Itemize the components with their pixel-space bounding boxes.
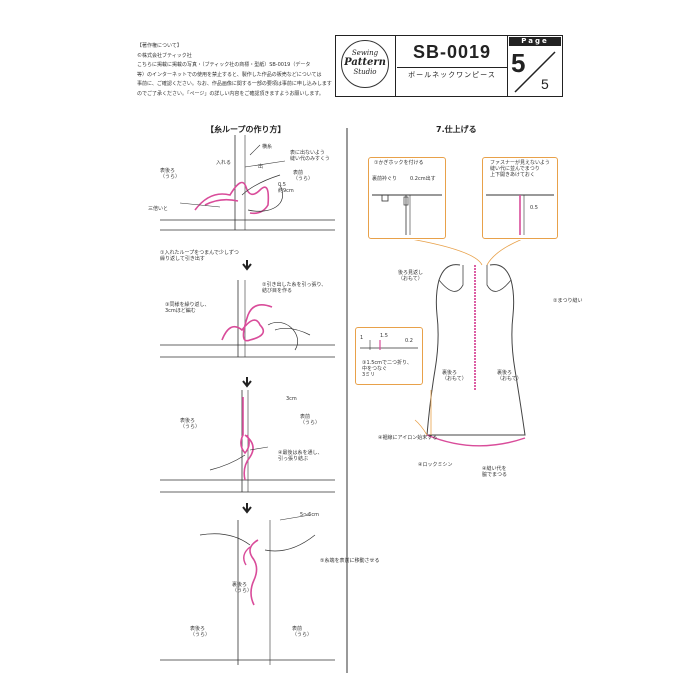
left-label: 出 [258,164,264,170]
copyright-line: ©株式会社ブティック社 [137,52,192,59]
right-section-title: 7.仕上げる [436,125,477,134]
left-label: 裏後ろ （うら） [232,582,253,594]
copyright-notes: 【著作権について】 ©株式会社ブティック社 こちらに掲載に掲載の写真・（ブティッ… [137,42,352,99]
copyright-line: のでご了承ください。「ページ」の詳しい内容をご確認頂きますようお願いします。 [137,90,324,97]
left-label: 表前 （うら） [293,170,314,182]
dress-label: ④裾線にアイロン始末する [378,435,438,441]
dress-label: 後ろ見返し （おもて） [398,270,424,282]
pattern-name: ボールネックワンピース [408,71,496,79]
hook-eye-sketch [372,194,442,235]
hem-value: 1 [360,335,364,341]
page-slash [514,51,556,93]
logo-cell [335,35,396,97]
callout-value: 0.5 [530,205,538,211]
hem-callout [355,327,423,385]
left-section-title: 【糸ループの作り方】 [206,125,286,134]
thread-loop-diagram [160,135,335,665]
hem-text: ③1.5cmで二つ折り、 中をつなぐ 3ミリ [362,360,412,378]
page-cell [507,35,563,97]
step-label: ①入れたループをつまんで少しずつ 繰り返して引き出す [160,250,239,262]
page-label: Page [509,37,561,46]
dress-label: 裏後ろ （おもて） [497,370,522,382]
left-label: 0.5 約9cm [278,182,294,194]
callout-label: 0.2cm出す [410,176,436,182]
column-divider [346,128,348,673]
copyright-line: 等）のインターネットでの使用を禁止すると、製作した作品の販売などについては [137,71,322,78]
brand-logo: Sewing Pattern Studio [341,40,389,88]
left-label: 入れる [216,160,232,166]
left-label: 5〜6cm [300,512,319,518]
step-label: ②引き出した糸を引っ張り、 結び目を作る [262,282,327,294]
copyright-line: 事前に、ご確認ください。なお、作品画像に関する一部の要項は事前に申し込みします [137,81,332,87]
step-label: ⑤糸端を表前に移動させる [320,558,380,564]
callout-text: ファスナーが見えないよう 縫い代に並んでまつり 上下開きあけておく [490,160,550,178]
pattern-code: SB-0019 [397,36,507,68]
header-frame [335,35,563,97]
left-label: 表前 （うら） [300,414,321,426]
copyright-line: こちらに掲載に掲載の写真・（ブティック社の商標・型紙）SB-0019（データ [137,62,311,68]
hem-sketch [360,340,418,350]
dress-back-diagram [413,240,526,447]
dress-label: ④縫い代を 脇でまつる [482,466,508,478]
step-label: ③同様を繰り返し、 3cmほど編む [165,302,210,314]
page-number: 5 [511,48,526,78]
dress-label: 裏後ろ （おもて） [442,370,467,382]
dress-label: ②まつり縫い [553,298,583,304]
zipper-sketch [486,194,554,235]
hook-eye-callout [368,157,446,239]
left-label: 三倍いと [148,206,169,212]
left-label: 表後ろ （うら） [180,418,201,430]
left-label: 表前 （うら） [292,626,313,638]
hem-value: 1.5 [380,333,388,339]
copyright-title: 【著作権について】 [137,43,182,49]
left-label: 3cm [286,396,297,402]
page-total: 5 [541,76,549,92]
left-label: 表後ろ （うら） [160,168,181,180]
dress-label: ④ロックミシン [418,462,453,468]
left-label: 横糸 [262,144,273,150]
hem-value: 0.2 [405,338,413,344]
callout-title: ①かぎホックを付ける [374,160,424,166]
step-label: ④最後は糸を通し、 引っ張り結ぶ [278,450,323,462]
left-label: 表後ろ （うら） [190,626,211,638]
callout-label: 裏前衿ぐり [372,176,398,182]
left-label: 表に出ないよう 縫い代のみすくう [290,150,330,162]
